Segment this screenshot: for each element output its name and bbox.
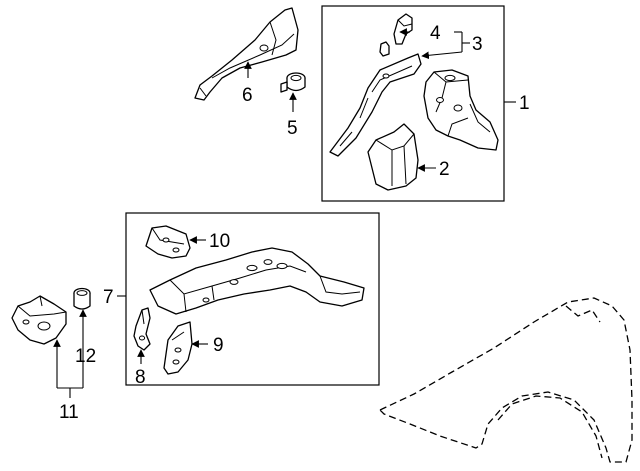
part-10-bracket[interactable] bbox=[145, 225, 191, 259]
part-12-cap[interactable] bbox=[73, 287, 91, 310]
callout-6: 6 bbox=[242, 85, 253, 106]
part-6-apron-reinforcement[interactable] bbox=[194, 7, 299, 101]
part-9-plate[interactable] bbox=[163, 321, 193, 375]
callout-4: 4 bbox=[430, 23, 441, 44]
part-1-shock-tower[interactable] bbox=[423, 69, 499, 151]
callout-9: 9 bbox=[213, 335, 224, 356]
part-8-bracket[interactable] bbox=[133, 307, 151, 351]
part-7-side-member[interactable] bbox=[149, 247, 365, 315]
callout-8: 8 bbox=[135, 367, 146, 388]
callout-12: 12 bbox=[75, 346, 96, 367]
part-4-bracket[interactable] bbox=[379, 13, 413, 57]
callout-5: 5 bbox=[287, 118, 298, 139]
callout-2: 2 bbox=[439, 159, 450, 180]
part-2-reinforcement[interactable] bbox=[367, 123, 419, 191]
callout-1: 1 bbox=[519, 93, 530, 114]
assembly-box-lower bbox=[125, 212, 380, 386]
part-3-upper-rail[interactable] bbox=[329, 53, 422, 157]
part-11-mount-bracket[interactable] bbox=[11, 295, 67, 345]
part-5-plug[interactable] bbox=[280, 72, 306, 93]
callout-7: 7 bbox=[103, 287, 114, 308]
callout-3: 3 bbox=[472, 34, 483, 55]
leader-lines bbox=[53, 28, 516, 398]
callout-11: 11 bbox=[59, 402, 79, 423]
assembly-box-upper bbox=[321, 5, 505, 202]
fender-outline bbox=[379, 297, 633, 463]
callout-10: 10 bbox=[209, 231, 230, 252]
